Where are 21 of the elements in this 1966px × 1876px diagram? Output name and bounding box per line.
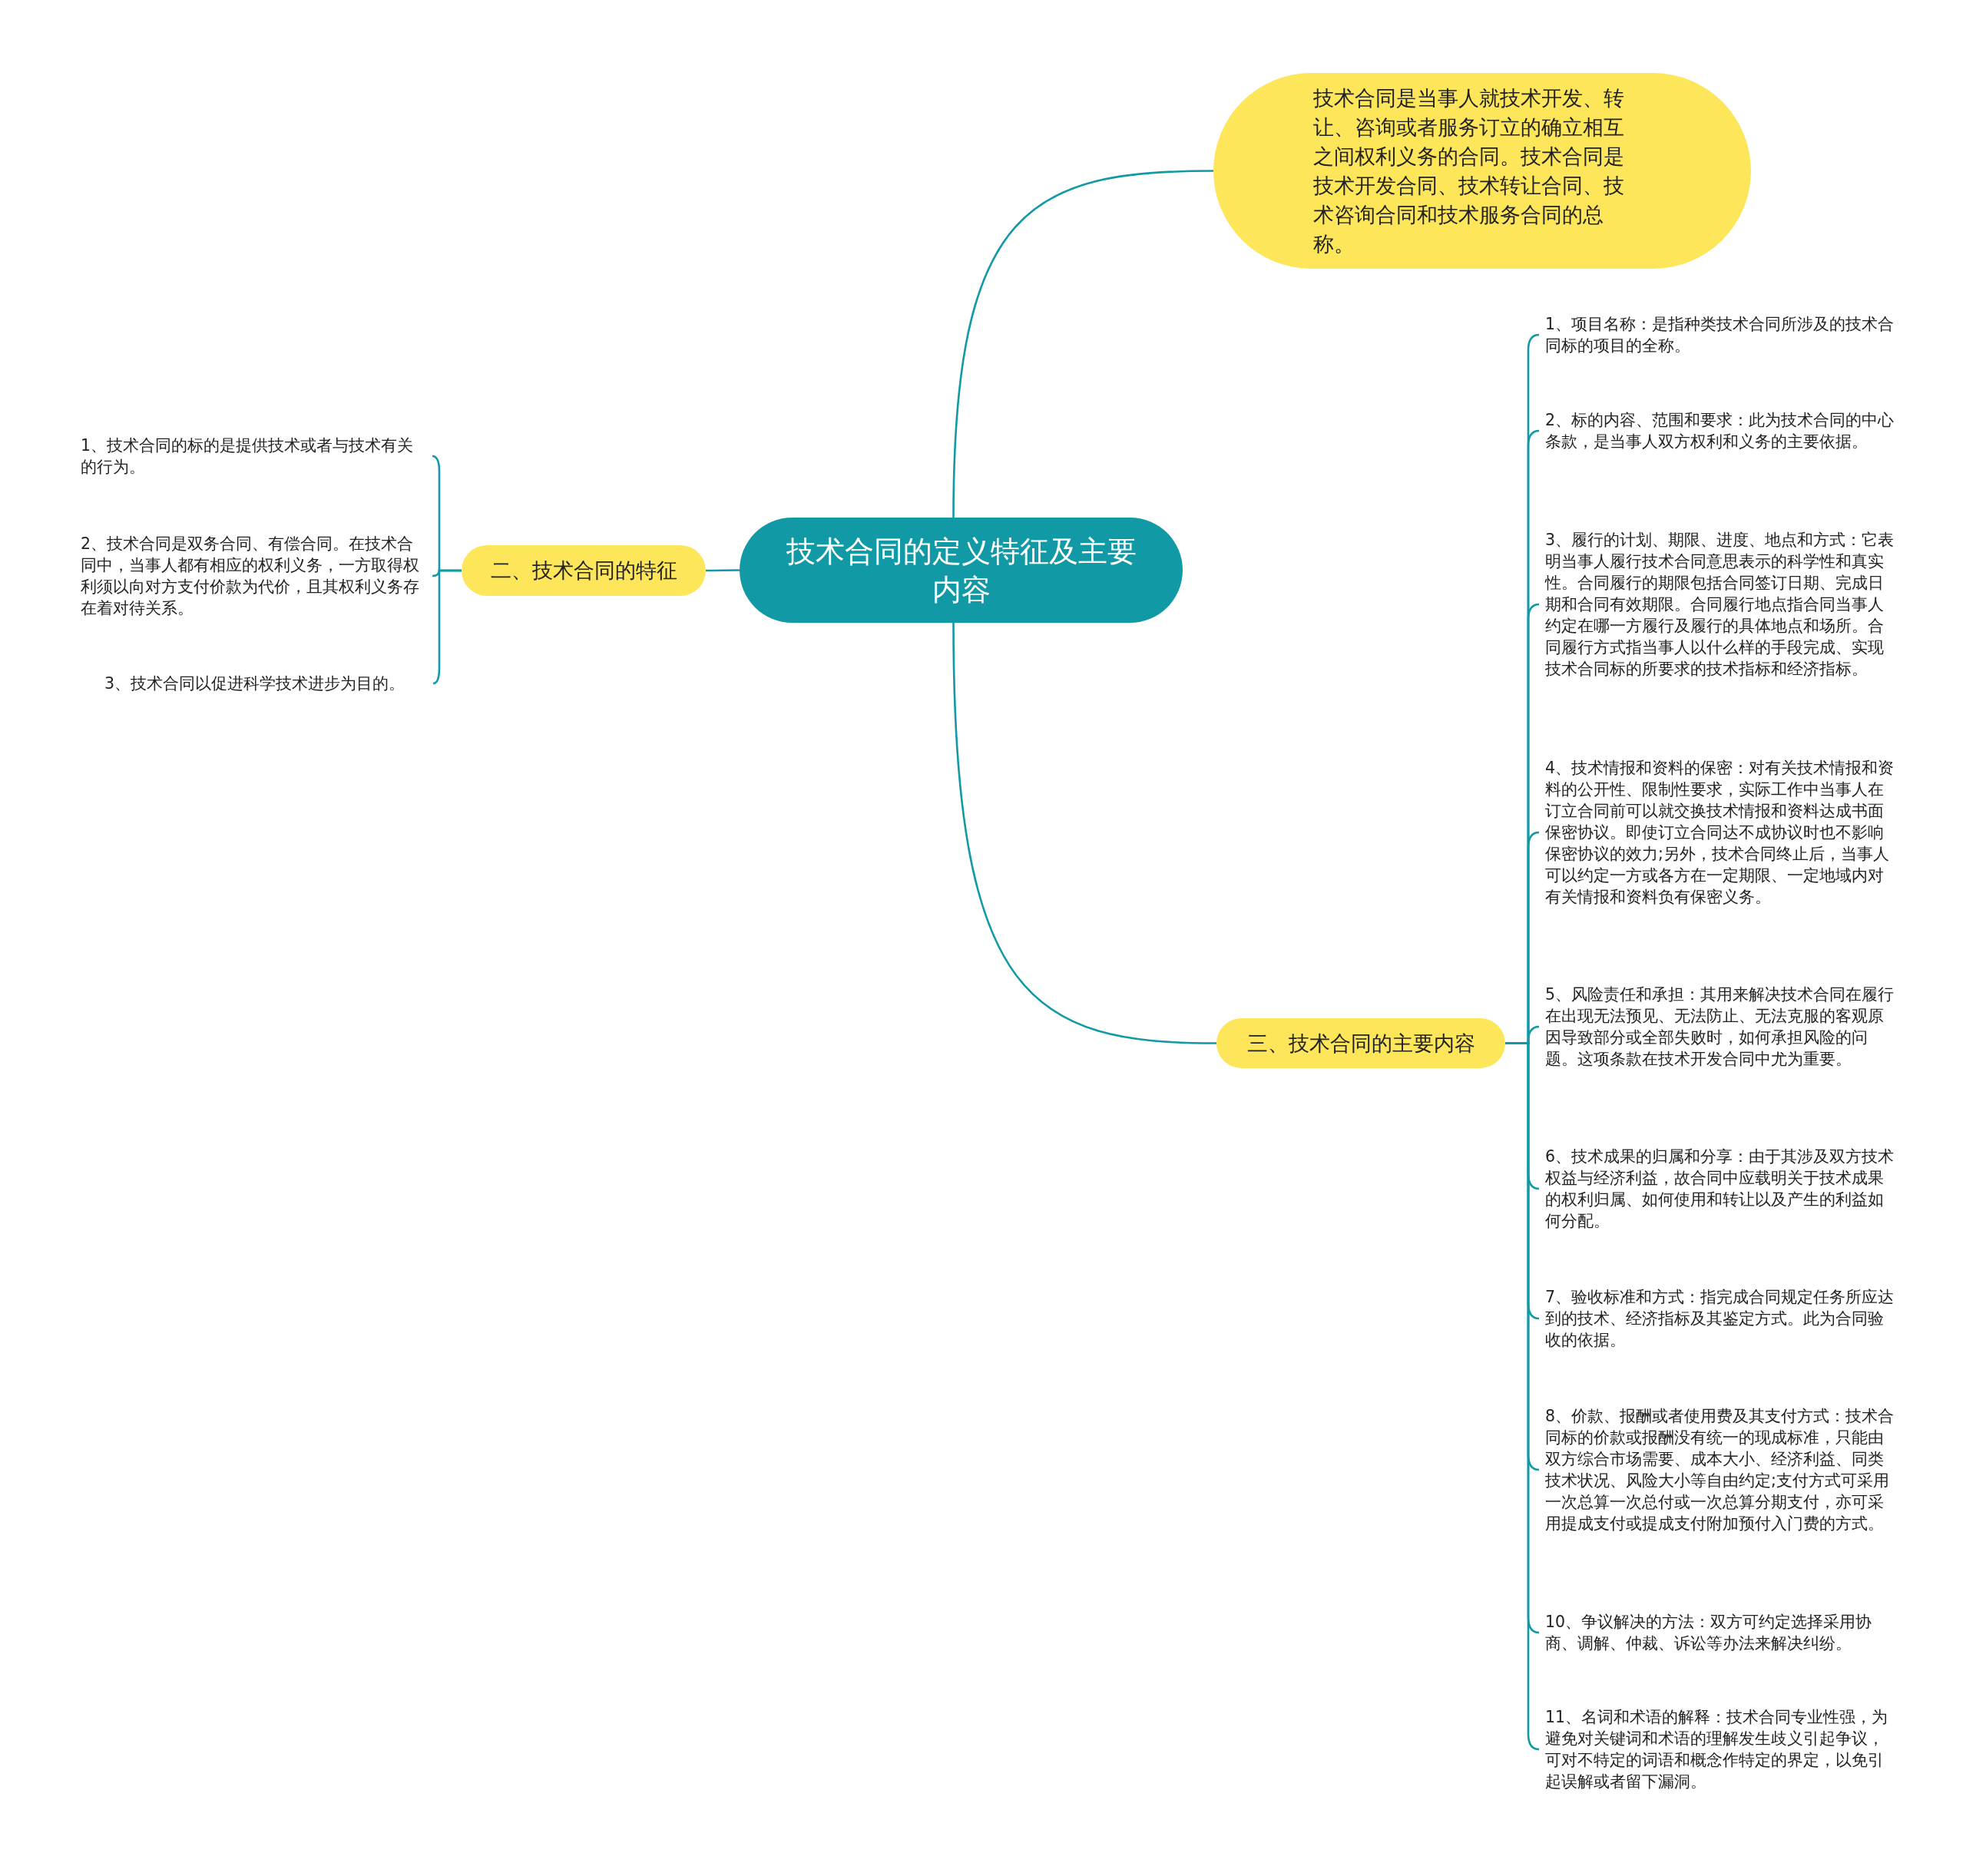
branch-topic: 二、技术合同的特征 (462, 545, 706, 596)
leaf-text: 5、风险责任和承担：其用来解决技术合同在履行在出现无法预见、无法防止、无法克服的客观原因导致部分或全部失败时，如何承担风险的问题。这项条款在技术开发合同中尤为重要。 (1545, 984, 1895, 1070)
leaf-text: 4、技术情报和资料的保密：对有关技术情报和资料的公开性、限制性要求，实际工作中当事人在订立合同前可以就交换技术情报和资料达成书面保密协议。即使订立合同达不成协议时也不影响保密协议的效力;另外，技术合同终止后，当事人可以约定一方或各方在一定期限、一定地域内对有关情报和资料负有保密义务。 (1545, 757, 1895, 908)
branch-topic: 三、技术合同的主要内容 (1216, 1018, 1505, 1068)
leaf-text: 7、验收标准和方式：指完成合同规定任务所应达到的技术、经济指标及其鉴定方式。此为合同验收的依据。 (1545, 1286, 1895, 1351)
leaf-text: 11、名词和术语的解释：技术合同专业性强，为避免对关键词和术语的理解发生歧义引起争议，可对不特定的词语和概念作特定的界定，以免引起误解或者留下漏洞。 (1545, 1706, 1895, 1792)
connector (952, 170, 1214, 518)
leaf-text: 1、项目名称：是指种类技术合同所涉及的技术合同标的项目的全称。 (1545, 313, 1895, 356)
leaf-text: 8、价款、报酬或者使用费及其支付方式：技术合同标的价款或报酬没有统一的现成标准，只能由双方综合市场需要、成本大小、经济利益、同类技术状况、风险大小等自由约定;支付方式可采用一次总算一次总付或一次总算分期支付，亦可采用提成支付或提成支付附加预付入门费的方式。 (1545, 1405, 1895, 1534)
definition-bubble: 技术合同是当事人就技术开发、转让、咨询或者服务订立的确立相互之间权利义务的合同。技术合同是技术开发合同、技术转让合同、技术咨询合同和技术服务合同的总称。 (1213, 73, 1751, 269)
leaf-text: 6、技术成果的归属和分享：由于其涉及双方技术权益与经济利益，故合同中应载明关于技术成果的权利归属、如何使用和转让以及产生的利益如何分配。 (1545, 1146, 1895, 1232)
central-topic: 技术合同的定义特征及主要内容 (740, 518, 1183, 623)
connector (432, 569, 462, 685)
leaf-text: 3、技术合同以促进科学技术进步为目的。 (104, 673, 427, 694)
connector (706, 569, 740, 572)
leaf-text: 2、标的内容、范围和要求：此为技术合同的中心条款，是当事人双方权利和义务的主要依据。 (1545, 409, 1895, 452)
leaf-text: 1、技术合同的标的是提供技术或者与技术有关的行为。 (81, 435, 426, 478)
leaf-text: 3、履行的计划、期限、进度、地点和方式：它表明当事人履行技术合同意思表示的科学性和真实性。合同履行的期限包括合同签订日期、完成日期和合同有效期限。合同履行地点指合同当事人约定在哪一方履行及履行的具体地点和场所。合同履行方式指当事人以什么样的手段完成、实现技术合同标的所要求的技术指标和经济指标。 (1545, 529, 1895, 680)
connector (952, 622, 1217, 1044)
leaf-text: 10、争议解决的方法：双方可约定选择采用协商、调解、仲裁、诉讼等办法来解决纠纷。 (1545, 1611, 1895, 1654)
leaf-text: 2、技术合同是双务合同、有偿合同。在技术合同中，当事人都有相应的权利义务，一方取得权利须以向对方支付价款为代价，且其权利义务存在着对待关系。 (81, 533, 426, 619)
